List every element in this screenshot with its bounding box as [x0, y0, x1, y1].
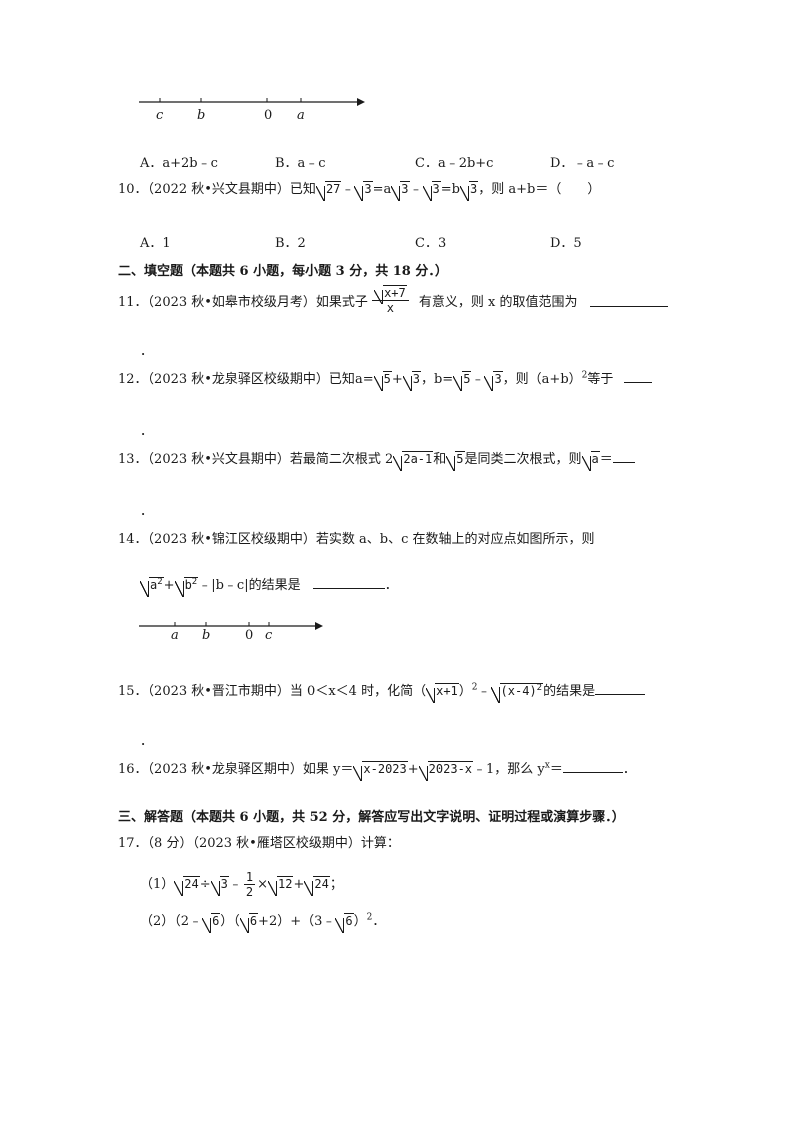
nl2-label-b: b [202, 628, 211, 643]
q13-answer-blank[interactable] [612, 450, 635, 463]
question-15: 15．（2023 秋•晋江市期中）当 0＜x＜4 时，化简（x+1）2﹣(x-4… [118, 680, 646, 703]
number-line-1 [139, 98, 365, 106]
nl1-label-c: c [156, 108, 164, 123]
q11-fraction: x+7 x [372, 285, 409, 315]
q9-option-d[interactable]: D．﹣a﹣c [550, 156, 615, 171]
question-11: 11．（2023 秋•如皋市校级月考）如果式子 x+7 x 有意义，则 x 的取… [118, 285, 668, 315]
question-14: 14．（2023 秋•锦江区校级期中）若实数 a、b、c 在数轴上的对应点如图所… [118, 532, 595, 547]
question-12: 12．（2023 秋•龙泉驿区校级期中）已知a=5+3，b=5﹣3，则（a+b）… [118, 368, 652, 391]
q13-period: ． [140, 504, 154, 519]
nl2-label-0: 0 [245, 628, 254, 643]
number-line-2 [139, 622, 323, 630]
nl1-label-a: a [297, 108, 305, 123]
question-17: 17．（8 分）（2023 秋•雁塔区校级期中）计算： [118, 836, 400, 851]
q15-period: ． [140, 734, 154, 749]
nl2-label-c: c [265, 628, 273, 643]
q17-part-2: （2）（2﹣6）（6+2）+（3﹣6）2． [140, 912, 386, 933]
q9-option-a[interactable]: A．a+2b﹣c [140, 156, 218, 171]
q16-answer-blank[interactable] [562, 760, 623, 773]
q10-option-b[interactable]: B．2 [275, 236, 306, 251]
nl2-label-a: a [171, 628, 179, 643]
q11-period: ． [140, 344, 154, 359]
q9-option-b[interactable]: B．a﹣c [275, 156, 326, 171]
q10-option-c[interactable]: C．3 [415, 236, 447, 251]
section-2-title: 二、填空题（本题共 6 小题，每小题 3 分，共 18 分．） [118, 264, 448, 279]
q12-answer-blank[interactable] [623, 370, 652, 383]
section-3-title: 三、解答题（本题共 6 小题，共 52 分，解答应写出文字说明、证明过程或演算步… [118, 810, 625, 825]
q15-answer-blank[interactable] [595, 682, 646, 695]
radical-27: 27 [315, 181, 342, 201]
nl1-label-b: b [197, 108, 206, 123]
question-16: 16．（2023 秋•龙泉驿区期中）如果 y＝x-2023+2023-x﹣1，那… [118, 760, 636, 781]
q10-option-a[interactable]: A．1 [140, 236, 171, 251]
q12-period: ． [140, 424, 154, 439]
nl1-label-0: 0 [264, 108, 273, 123]
question-14-expr: a2+b2﹣|b﹣c|的结果是 ． [140, 574, 398, 597]
q10-option-d[interactable]: D．5 [550, 236, 582, 251]
q11-answer-blank[interactable] [589, 294, 668, 307]
q14-answer-blank[interactable] [312, 576, 385, 589]
q9-option-c[interactable]: C．a﹣2b+c [415, 156, 494, 171]
